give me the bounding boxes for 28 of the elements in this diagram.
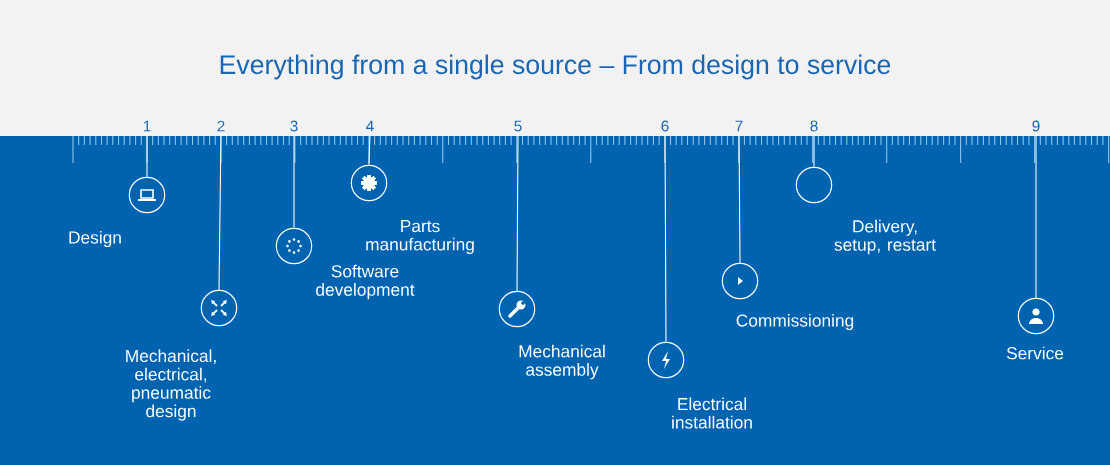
title: Everything from a single source – From design to service [220, 54, 891, 80]
step-label: Software development [316, 264, 415, 300]
step-label: Parts manufacturing [366, 220, 474, 254]
step-label: Mechanical assembly [519, 344, 605, 380]
step-label: Commissioning [736, 313, 854, 331]
step-label: Service [1006, 346, 1064, 360]
connector-line [1035, 132, 1037, 299]
step-number: 7 [735, 120, 743, 132]
step-label: Design [69, 230, 121, 248]
step-number: 2 [217, 120, 225, 132]
connector-line [218, 132, 222, 291]
connector-line [293, 132, 295, 229]
connector-line [664, 132, 667, 343]
step-number: 1 [143, 120, 151, 132]
connector-line [813, 132, 815, 168]
step-number: 8 [810, 120, 818, 132]
step-number: 6 [661, 120, 669, 132]
step-label: Mechanical, electrical, pneumatic design [126, 349, 216, 421]
step-number: 3 [290, 120, 298, 132]
connector-line [738, 132, 741, 264]
connector-line [368, 132, 371, 166]
step-label: Electrical installation [672, 397, 752, 429]
step-label: Delivery, setup, restart [834, 219, 936, 255]
step-number: 5 [514, 120, 522, 132]
connector-line [516, 132, 519, 292]
connector-line [146, 132, 148, 178]
step-number: 4 [366, 120, 374, 132]
step-number: 9 [1032, 120, 1040, 132]
